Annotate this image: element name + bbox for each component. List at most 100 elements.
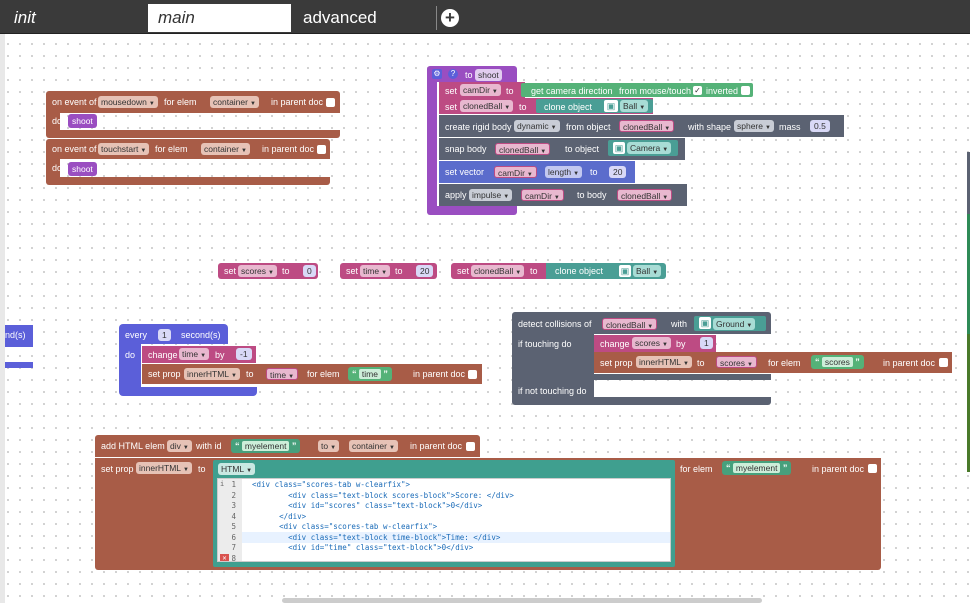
object-dropdown[interactable]: Ball▼ [620,100,649,112]
horizontal-scrollbar[interactable] [282,598,762,603]
code-line: <div class="text-block time-block">Time:… [252,532,501,542]
object-dropdown[interactable]: Camera▼ [627,142,672,154]
prop-dropdown[interactable]: innerHTML▼ [636,356,692,368]
elem-dropdown[interactable]: container▼ [210,96,259,108]
to-dropdown[interactable]: to▼ [318,440,340,452]
object-var[interactable]: clonedBall▼ [602,318,658,330]
inverted-label: inverted [706,86,739,96]
var-dropdown[interactable]: scores▼ [632,337,671,349]
var-value[interactable]: scores▼ [716,356,757,368]
string-block[interactable]: “ time ” [348,367,392,381]
event-block-foot [46,177,330,185]
vector-var[interactable]: camDir▼ [521,189,564,201]
in-parent-checkbox[interactable] [468,370,477,379]
in-parent-label: in parent doc [262,144,315,154]
rigid-label: create rigid body [445,122,512,132]
call-shoot-block[interactable]: shoot [68,114,97,128]
var-dropdown[interactable]: clonedBall▼ [471,265,525,277]
line-number: 1 [231,480,236,489]
inverted-checkbox[interactable]: ✓ [693,86,702,95]
in-parent-checkbox[interactable] [868,464,877,473]
object-dropdown[interactable]: Ball▼ [633,265,662,277]
add-html-label: add HTML elem [101,441,165,451]
number-input[interactable]: 0 [303,265,316,277]
to-label: to [282,266,290,276]
type-dropdown[interactable]: HTML▼ [218,463,256,475]
object-dropdown[interactable]: Ground▼ [713,318,756,330]
event-dropdown[interactable]: touchstart▼ [98,143,150,155]
elem-dropdown[interactable]: container▼ [201,143,250,155]
in-parent-checkbox[interactable] [326,98,335,107]
prop-dropdown[interactable]: length▼ [545,166,583,178]
parent-dropdown[interactable]: container▼ [349,440,398,452]
var-dropdown[interactable]: scores▼ [238,265,277,277]
object-var[interactable]: clonedBall▼ [619,120,675,132]
loop-foot [119,387,257,396]
mass-input[interactable]: 0.5 [810,120,830,132]
number-input[interactable]: -1 [236,348,252,360]
code-line: <div class="scores-tab w-clearfix"> [252,480,411,489]
gear-icon[interactable]: ⚙ [432,69,442,79]
set-label: set [346,266,359,276]
active-line-highlight [242,532,670,543]
prop-dropdown[interactable]: innerHTML▼ [184,368,240,380]
checkbox[interactable] [741,86,750,95]
tag-dropdown[interactable]: div▼ [167,440,192,452]
body-var[interactable]: clonedBall▼ [617,189,673,201]
tab-advanced[interactable]: advanced [303,8,377,27]
call-shoot-block[interactable]: shoot [68,162,97,176]
collision-mid [594,374,771,380]
cube-icon: ▣ [699,317,711,329]
number-input[interactable]: 20 [609,166,627,178]
in-parent-checkbox[interactable] [939,358,948,367]
shape-dropdown[interactable]: sphere▼ [734,120,774,132]
in-parent-checkbox[interactable] [466,442,475,451]
tab-init[interactable]: init [14,8,36,27]
event-dropdown[interactable]: mousedown▼ [98,96,158,108]
partial-loop-block[interactable] [5,325,33,347]
in-parent-label: in parent doc [883,358,936,368]
to-label: to [519,102,527,112]
with-label: with [671,319,688,329]
help-icon[interactable]: ? [448,69,458,79]
var-dropdown[interactable]: camDir▼ [460,84,501,96]
set-label: set [445,86,458,96]
string-block[interactable]: “ myelement ” [722,461,792,475]
change-label: change [148,350,178,360]
line-number: 5 [231,522,236,531]
vector-var[interactable]: camDir▼ [494,166,537,178]
prop-dropdown[interactable]: innerHTML▼ [136,462,192,474]
empty-slot[interactable] [594,383,771,397]
value-label: clone object [544,102,593,112]
toolbox-edge [0,34,5,603]
set-prop-label: set prop [600,358,633,368]
in-parent-checkbox[interactable] [317,145,326,154]
var-value[interactable]: time▼ [266,368,299,380]
string-block[interactable]: “ myelement ” [231,439,301,453]
every-loop-block[interactable] [119,324,228,344]
object-var[interactable]: clonedBall▼ [495,143,551,155]
body-type-dropdown[interactable]: dynamic▼ [514,120,560,132]
number-input[interactable]: 20 [416,265,434,277]
tab-main[interactable]: main [148,4,291,32]
var-dropdown[interactable]: time▼ [360,265,391,277]
var-dropdown[interactable]: time▼ [179,348,210,360]
by-label: by [676,339,686,349]
code-editor[interactable]: 1 2 3 4 5 6 7 8 ✕ i <div class="scores-t… [217,478,671,562]
set-prop-label: set prop [148,369,181,379]
event-block-foot [46,130,340,138]
line-number: 2 [231,490,236,500]
change-label: change [600,339,630,349]
code-line: </div> [252,511,307,521]
set-vector-block[interactable] [439,161,635,183]
var-dropdown[interactable]: clonedBall▼ [460,100,514,112]
to-label: to [198,464,206,474]
function-name-field[interactable]: shoot [475,69,502,81]
apply-dropdown[interactable]: impulse▼ [469,189,513,201]
string-block[interactable]: “ scores ” [811,355,864,369]
number-input[interactable]: 1 [700,337,713,349]
number-input[interactable]: 1 [158,329,171,341]
event-label: on event of [52,97,97,107]
add-tab-icon[interactable]: + [441,9,459,27]
loop-arm [119,343,141,389]
